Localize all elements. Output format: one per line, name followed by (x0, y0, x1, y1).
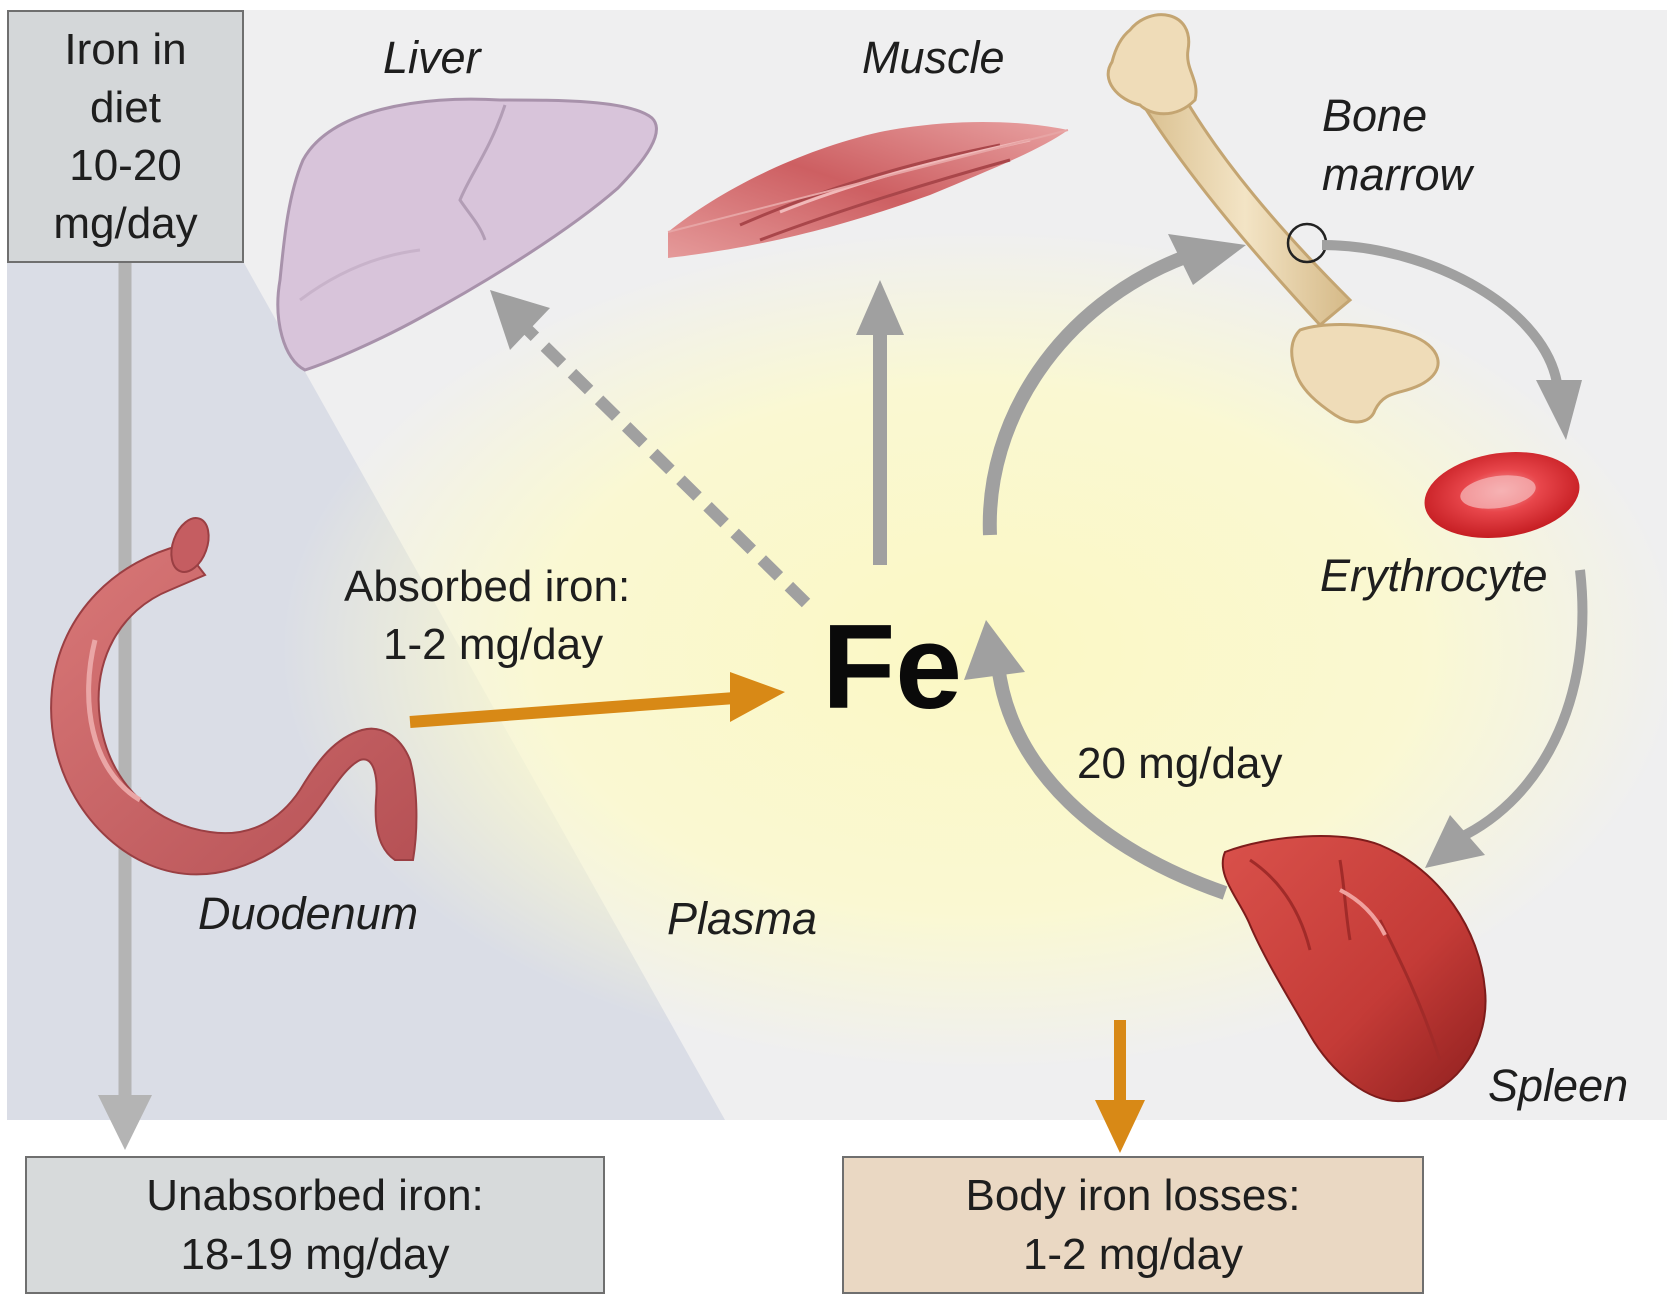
losses-arrowhead (1095, 1100, 1145, 1153)
marrow-arrowhead (1168, 234, 1246, 285)
marrow-to-erythrocyte-arrow (1321, 240, 1563, 391)
diet-line-2: diet (90, 82, 161, 132)
diet-line-4: mg/day (53, 198, 198, 248)
bone-illustration (1106, 13, 1440, 424)
plasma-to-liver-dashed-arrow (523, 325, 811, 608)
diet-line-1: Iron in (64, 24, 187, 74)
unabsorbed-iron-box: Unabsorbed iron: 18-19 mg/day (25, 1156, 605, 1294)
duodenum-label: Duodenum (198, 888, 419, 939)
bone-marrow-label-line-1: Bone (1322, 90, 1428, 141)
liver-label: Liver (383, 32, 481, 83)
unabsorbed-arrowhead (98, 1095, 152, 1150)
plasma-to-marrow-arrow (982, 250, 1188, 536)
erythrocyte-arrowhead (1536, 380, 1582, 440)
absorbed-iron-arrowhead (730, 672, 785, 722)
muscle-arrowhead (856, 280, 904, 335)
liver-illustration (276, 97, 658, 372)
diet-iron-box: Iron in diet 10-20 mg/day (7, 10, 244, 263)
erythrocyte-label: Erythrocyte (1320, 550, 1548, 601)
erythrocyte-to-spleen-arrow (1448, 569, 1588, 847)
unabsorbed-line-1: Unabsorbed iron: (146, 1171, 484, 1220)
spleen-illustration (1221, 835, 1487, 1103)
spleen-arrowhead (1425, 815, 1485, 868)
bone-marrow-label-line-2: marrow (1322, 149, 1473, 200)
absorbed-iron-label-line-1: Absorbed iron: (344, 562, 631, 611)
losses-line-2: 1-2 mg/day (1022, 1230, 1244, 1279)
duodenum-illustration (50, 517, 418, 876)
body-iron-losses-box: Body iron losses: 1-2 mg/day (842, 1156, 1424, 1294)
unabsorbed-line-2: 18-19 mg/day (180, 1230, 450, 1279)
muscle-label: Muscle (862, 32, 1005, 83)
erythrocyte-illustration (1424, 452, 1580, 538)
spleen-label: Spleen (1488, 1060, 1629, 1111)
absorbed-iron-label-line-2: 1-2 mg/day (383, 620, 604, 669)
spleen-to-plasma-arrow (991, 664, 1228, 900)
liver-arrowhead (490, 290, 550, 350)
diet-line-3: 10-20 (69, 140, 182, 190)
fe-symbol-label: Fe (822, 600, 963, 734)
plasma-label: Plasma (667, 893, 818, 944)
recycle-rate-label: 20 mg/day (1077, 739, 1283, 788)
losses-line-1: Body iron losses: (965, 1171, 1301, 1220)
absorbed-iron-arrow (409, 692, 736, 728)
muscle-illustration (667, 121, 1069, 258)
plasma-return-arrowhead (964, 620, 1025, 680)
